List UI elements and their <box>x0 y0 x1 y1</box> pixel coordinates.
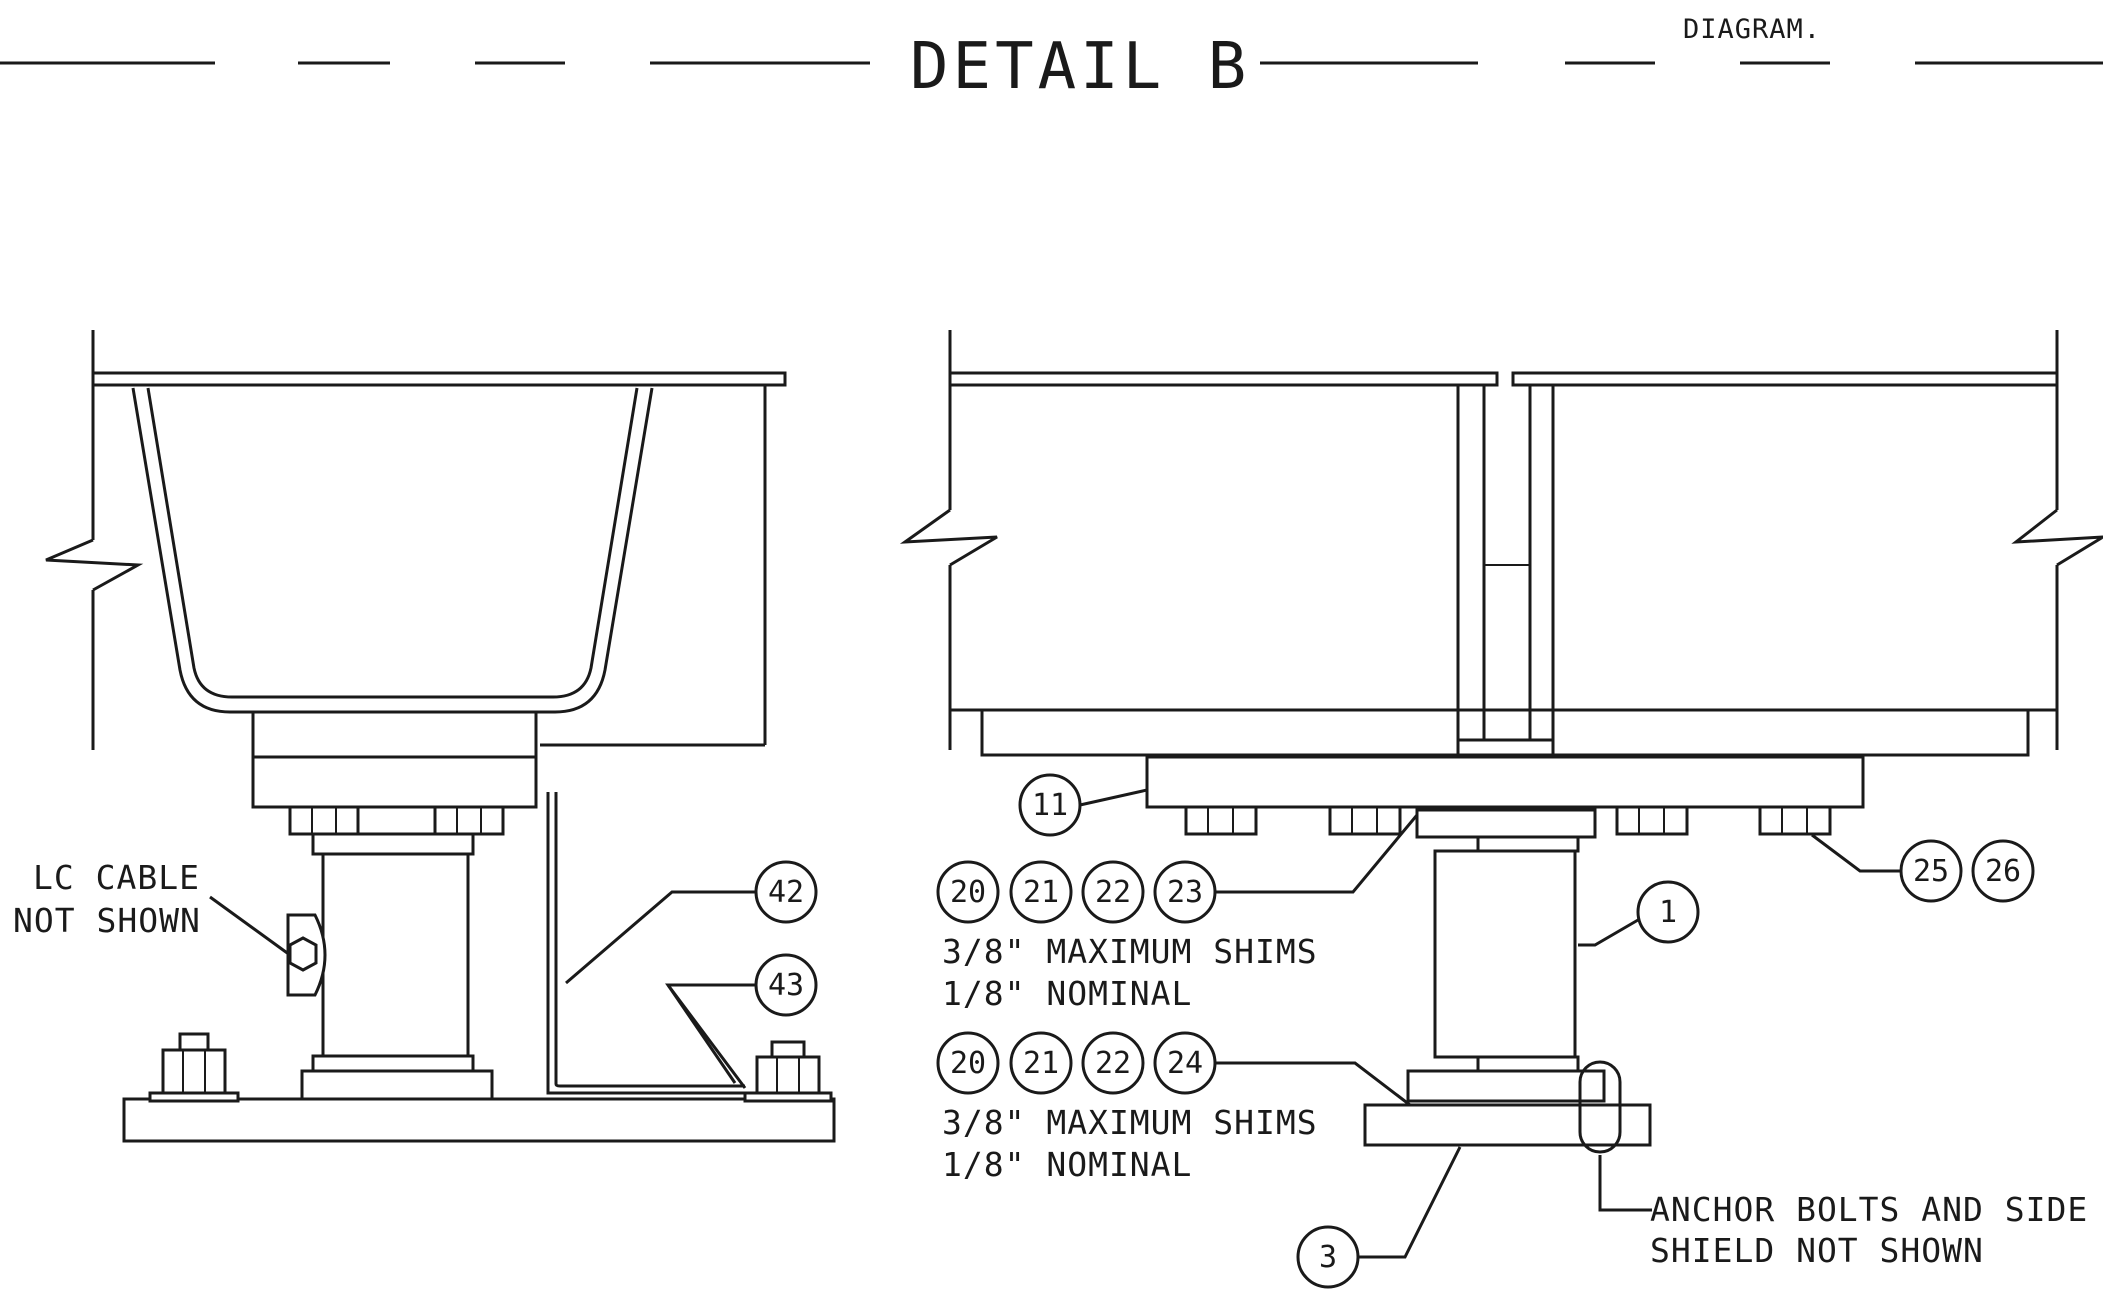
callout-43: 43 <box>768 968 804 1003</box>
top-mount-block <box>251 710 538 809</box>
lc-cable-note-2: NOT SHOWN <box>13 901 201 940</box>
mount-plate <box>1145 755 1865 809</box>
left-callouts: 42 43 LC CABLE NOT SHOWN <box>13 858 818 1089</box>
callout-25: 25 <box>1913 854 1949 889</box>
lc-cable-note-1: LC CABLE <box>33 858 200 897</box>
bottom-mount-block <box>300 1069 494 1103</box>
mount-bolts <box>1184 805 1832 836</box>
right-callouts: 11 25 26 1 20 21 22 23 3/8" MAXIMUM SHIM… <box>936 773 2088 1289</box>
deck-plate-right <box>1511 371 2059 387</box>
lower-shim <box>1406 1069 1606 1103</box>
deck-plate <box>91 371 787 387</box>
callout-lower-22: 22 <box>1095 1046 1131 1081</box>
callout-upper-21: 21 <box>1023 875 1059 910</box>
load-cell <box>321 852 470 1058</box>
lower-shim-note-2: 1/8" NOMINAL <box>942 1145 1192 1184</box>
callout-11: 11 <box>1032 788 1068 823</box>
callout-upper-23: 23 <box>1167 875 1203 910</box>
callout-lower-20: 20 <box>950 1046 986 1081</box>
callout-upper-20: 20 <box>950 875 986 910</box>
anchor-hole-outline <box>1578 1060 1622 1154</box>
callout-26: 26 <box>1985 854 2021 889</box>
anchor-note-2: SHIELD NOT SHOWN <box>1650 1231 1984 1270</box>
base-plate-right <box>1363 1103 1652 1147</box>
callout-3: 3 <box>1319 1240 1337 1275</box>
right-view <box>899 330 2103 1154</box>
anchor-nut-right <box>755 1055 821 1099</box>
lc-cable-connector <box>286 913 327 997</box>
callout-upper-22: 22 <box>1095 875 1131 910</box>
anchor-nut-left <box>161 1048 227 1095</box>
channel-beam <box>131 387 654 714</box>
upper-shim <box>1415 808 1597 839</box>
callout-lower-21: 21 <box>1023 1046 1059 1081</box>
corner-note: DIAGRAM. <box>1683 14 1821 45</box>
load-cell-right <box>1433 849 1577 1059</box>
anchor-note-1: ANCHOR BOLTS AND SIDE <box>1650 1190 2088 1229</box>
base-plate <box>122 1097 836 1143</box>
lower-shim-note-1: 3/8" MAXIMUM SHIMS <box>942 1103 1318 1142</box>
callout-42: 42 <box>768 875 804 910</box>
top-bolt-right <box>433 805 505 836</box>
side-shield-bracket <box>546 792 745 1095</box>
callout-lower-24: 24 <box>1167 1046 1203 1081</box>
callout-1: 1 <box>1659 895 1677 930</box>
detail-title: DETAIL B <box>910 30 1250 104</box>
upper-shim-note-2: 1/8" NOMINAL <box>942 974 1192 1013</box>
top-bolt-left <box>288 805 360 836</box>
deck-plate-left <box>948 371 1499 387</box>
upper-shim-note-1: 3/8" MAXIMUM SHIMS <box>942 932 1318 971</box>
left-view <box>45 330 836 1143</box>
